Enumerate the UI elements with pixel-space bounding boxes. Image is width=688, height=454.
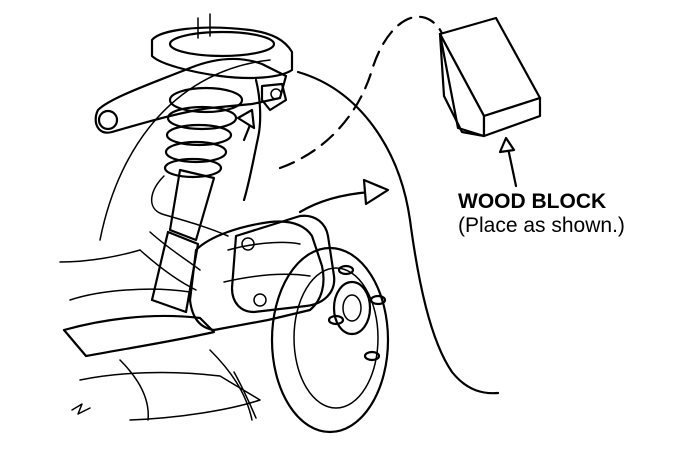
fender-arch — [296, 70, 500, 395]
brake-caliper — [230, 214, 336, 314]
upper-arm-bushing — [97, 109, 119, 131]
callout-leader — [506, 146, 518, 188]
callout-title: WOOD BLOCK — [458, 190, 607, 213]
brake-rotor — [270, 246, 390, 434]
wheel-studs — [327, 264, 387, 362]
mount-stud — [197, 13, 211, 39]
coil-spring — [163, 86, 244, 179]
wood-block-callout: WOOD BLOCK (Place as shown.) — [458, 190, 625, 237]
lower-body-line — [59, 249, 141, 263]
lower-control-arm — [62, 314, 216, 358]
strut-lower — [150, 230, 200, 314]
strut-body — [168, 168, 216, 242]
steering-knuckle — [188, 220, 325, 332]
placement-dashed-line — [278, 15, 448, 170]
inner-fender-line — [99, 59, 271, 241]
upper-mount-cap — [168, 30, 276, 58]
ball-joint — [260, 82, 288, 112]
drive-shaft — [139, 231, 201, 291]
wood-block — [438, 16, 542, 138]
upper-mount — [150, 26, 294, 80]
callout-note: (Place as shown.) — [458, 213, 625, 237]
motion-arrow — [298, 190, 372, 214]
brake-hose — [151, 175, 229, 237]
hub — [332, 280, 372, 336]
